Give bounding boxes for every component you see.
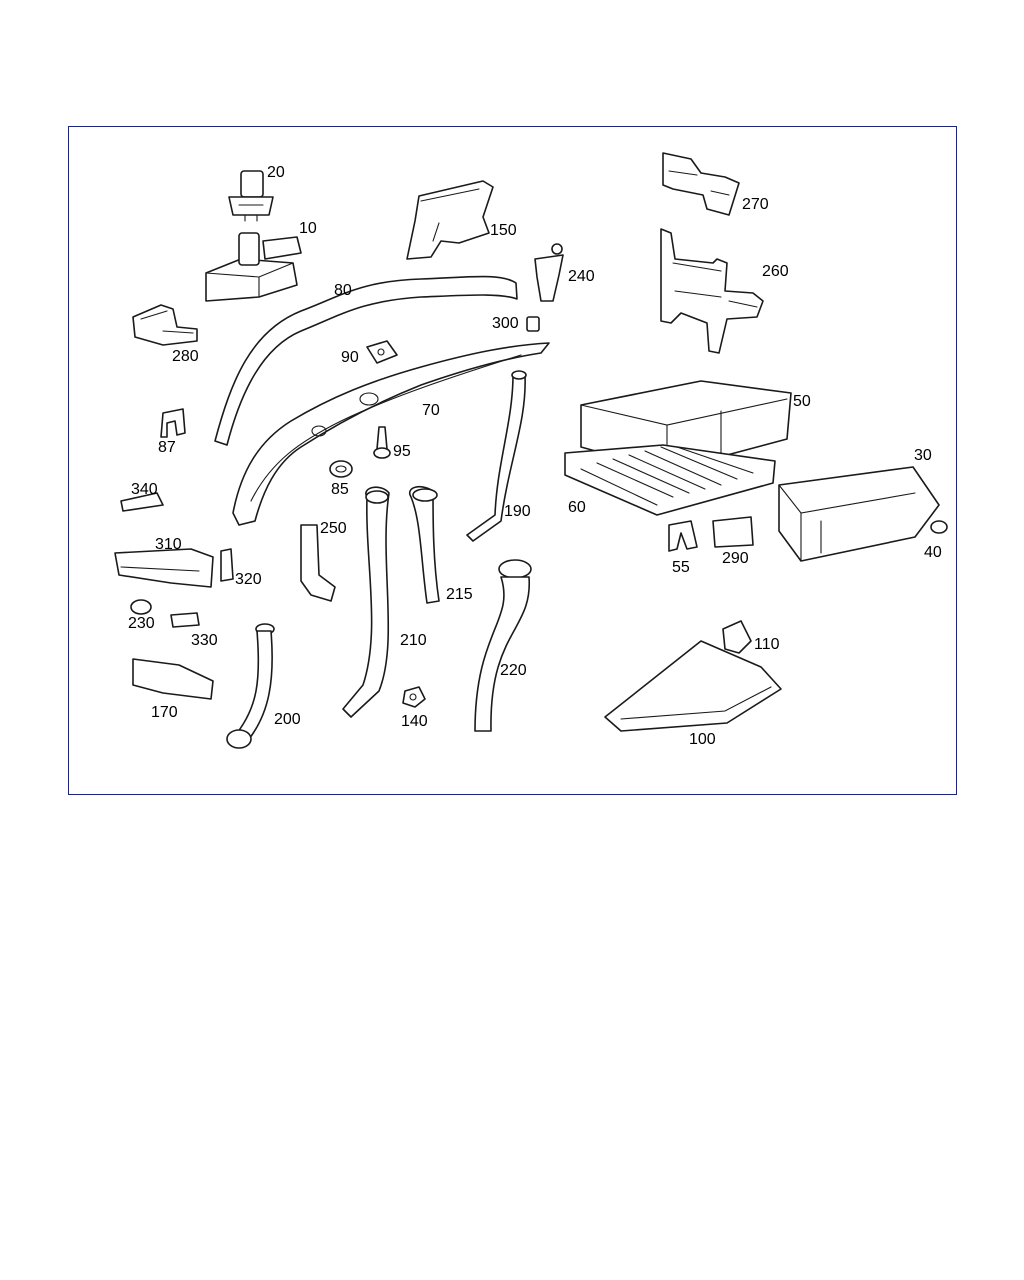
parts-diagram-frame: 20 10 150 270 240 260 80 300 280 90 70 5…: [68, 126, 957, 795]
part-80-trim-strip: [214, 275, 518, 446]
label-300: 300: [492, 315, 519, 332]
part-55-clip: [668, 520, 698, 552]
label-340: 340: [131, 481, 158, 498]
part-310-bracket: [114, 548, 214, 588]
label-90: 90: [341, 349, 359, 366]
label-70: 70: [422, 402, 440, 419]
part-340-clip: [120, 492, 164, 512]
part-95-screw: [373, 426, 391, 459]
part-320-clip: [220, 548, 234, 582]
label-140: 140: [401, 713, 428, 730]
part-210-hose: [342, 486, 390, 718]
label-310: 310: [155, 536, 182, 553]
part-240-clip: [534, 243, 564, 302]
part-290-pad: [712, 516, 754, 548]
label-280: 280: [172, 348, 199, 365]
part-150-cover: [406, 180, 494, 260]
label-320: 320: [235, 571, 262, 588]
part-220-hose: [474, 559, 532, 732]
label-230: 230: [128, 615, 155, 632]
part-300-clip: [526, 316, 540, 332]
label-10: 10: [299, 220, 317, 237]
label-150: 150: [490, 222, 517, 239]
part-200-pipe: [226, 623, 275, 749]
label-260: 260: [762, 263, 789, 280]
label-270: 270: [742, 196, 769, 213]
label-210: 210: [400, 632, 427, 649]
part-40-nut: [930, 520, 948, 534]
label-240: 240: [568, 268, 595, 285]
part-20-plug: [228, 170, 274, 222]
label-330: 330: [191, 632, 218, 649]
label-215: 215: [446, 586, 473, 603]
label-40: 40: [924, 544, 942, 561]
part-87-clip: [160, 408, 186, 438]
label-55: 55: [672, 559, 690, 576]
part-230-grommet: [130, 599, 152, 615]
label-87: 87: [158, 439, 176, 456]
part-140-nut: [402, 686, 426, 708]
label-170: 170: [151, 704, 178, 721]
part-60-filter: [564, 444, 776, 516]
part-270-bracket: [662, 152, 740, 216]
label-50: 50: [793, 393, 811, 410]
label-20: 20: [267, 164, 285, 181]
part-190-pipe: [466, 370, 527, 542]
part-260-bracket: [660, 228, 764, 354]
label-110: 110: [754, 636, 780, 653]
label-290: 290: [722, 550, 749, 567]
part-10-sensor-housing: [205, 232, 302, 302]
label-200: 200: [274, 711, 301, 728]
label-250: 250: [320, 520, 347, 537]
exploded-parts-diagram: 20 10 150 270 240 260 80 300 280 90 70 5…: [114, 152, 948, 749]
label-100: 100: [689, 731, 716, 748]
part-85-grommet: [329, 460, 353, 478]
label-30: 30: [914, 447, 932, 464]
label-95: 95: [393, 443, 411, 460]
part-250-bracket: [300, 524, 336, 602]
label-60: 60: [568, 499, 586, 516]
part-70-panel: [232, 342, 550, 526]
part-215-hose: [408, 485, 440, 604]
label-190: 190: [504, 503, 531, 520]
part-90-nut: [366, 340, 398, 364]
part-170-bracket: [132, 658, 214, 700]
part-330-pad: [170, 612, 200, 628]
part-100-lower-cover: [604, 640, 782, 732]
part-30-duct-housing: [778, 466, 940, 562]
part-110-fastener: [722, 620, 752, 654]
part-280-channel: [132, 304, 198, 346]
label-85: 85: [331, 481, 349, 498]
label-220: 220: [500, 662, 527, 679]
label-80: 80: [334, 282, 352, 299]
